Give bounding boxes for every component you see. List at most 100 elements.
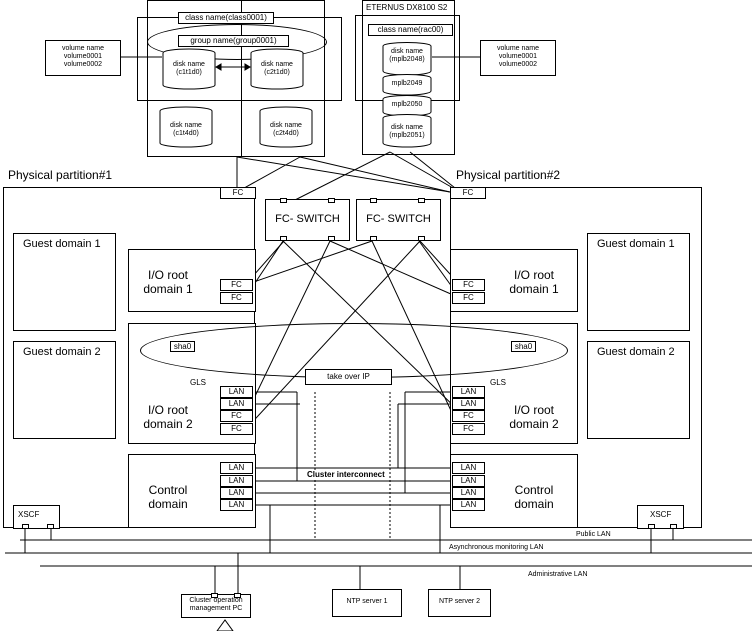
sha0-interface-p2: sha0 [511,341,536,352]
control-domain-label: Control domain [514,483,554,511]
lan-port: LAN [452,462,485,474]
group-ellipse [147,24,327,60]
fc-port: FC [452,279,485,291]
switch-port [370,198,377,203]
admin-lan-label: Administrative LAN [528,571,588,578]
io-root-label: I/O root domain 2 [509,403,559,431]
fc-port: FC [220,410,253,422]
cluster-management-pc-label: Cluster operation management PC [189,597,243,612]
switch-label: FC- SWITCH [275,213,340,225]
fc-switch-1: FC- SWITCH [265,199,350,241]
xscf-label: XSCF [18,510,40,519]
disk-label: disk name (mplb2048) [389,48,425,63]
switch-port [418,236,425,241]
disk-label: disk name (c1t4d0) [170,122,202,137]
fc-port: FC [452,410,485,422]
xscf-port [648,524,655,529]
ntp-server-label: NTP server 1 [346,598,388,605]
public-lan-label: Public LAN [576,531,611,538]
lan-port: LAN [452,386,485,398]
guest-domain-2-p2: Guest domain 2 [587,341,690,439]
fc-port: FC [220,423,253,435]
disk-cylinder-icon [382,95,432,117]
io-root-label: I/O root domain 1 [143,268,193,296]
lan-port: LAN [452,487,485,499]
switch-label: FC- SWITCH [366,213,431,225]
switch-port [418,198,425,203]
disk-mplb2049: mplb2049 [382,74,432,96]
storage-enclosure-2 [362,0,455,155]
io-root-label: I/O root domain 2 [143,403,193,431]
disk-label: disk name (c2t4d0) [270,122,302,137]
storage2-title: ETERNUS DX8100 S2 [366,3,448,12]
disk-mplb2050: mplb2050 [382,95,432,117]
fc-port-p2-top: FC [450,187,486,199]
lan-port: LAN [220,487,253,499]
fc-port: FC [452,292,485,304]
class-name-label-2: class name(rac00) [368,24,453,36]
disk-c2t4d0: disk name (c2t4d0) [259,106,313,148]
lan-port: LAN [220,475,253,487]
lan-port: LAN [220,462,253,474]
lan-port: LAN [452,475,485,487]
control-domain-label: Control domain [148,483,188,511]
cluster-management-pc: Cluster operation management PC [181,594,251,618]
guest-domain-1-p2: Guest domain 1 [587,233,690,331]
lan-port: LAN [452,499,485,511]
sha0-interface-p1: sha0 [170,341,195,352]
xscf-p2: XSCF [637,505,684,529]
io-root-label: I/O root domain 1 [509,268,559,296]
fc-port: FC [220,279,253,291]
gls-label-p2: GLS [490,378,507,387]
gls-label-p1: GLS [190,378,207,387]
xscf-port [47,524,54,529]
disk-label: mplb2049 [391,80,423,87]
partition-2-title: Physical partition#2 [456,168,561,182]
storage-inner-left [147,0,242,157]
disk-c1t4d0: disk name (c1t4d0) [159,106,213,148]
guest-domain-label: Guest domain 2 [597,346,675,358]
switch-port [328,198,335,203]
switch-port [280,236,287,241]
guest-domain-2-p1: Guest domain 2 [13,341,116,439]
xscf-p1: XSCF [13,505,60,529]
class-name-label: class name(class0001) [178,12,274,24]
disk-mplb2051: disk name (mplb2051) [382,114,432,148]
cluster-interconnect-label: Cluster interconnect [307,470,385,479]
switch-port [280,198,287,203]
lan-port: LAN [220,398,253,410]
disk-cylinder-icon [259,106,313,148]
disk-label: disk name (c1t1d0) [173,61,205,76]
xscf-port [22,524,29,529]
guest-domain-1-p1: Guest domain 1 [13,233,116,331]
disk-cylinder-icon [159,106,213,148]
fc-port-p1-top: FC [220,187,256,199]
take-over-ip-box: take over IP [305,369,392,385]
group-name-label: group name(group0001) [178,35,289,47]
fc-port: FC [452,423,485,435]
lan-port: LAN [220,499,253,511]
guest-domain-label: Guest domain 2 [23,346,101,358]
partition-1-title: Physical partition#1 [8,168,113,182]
async-lan-label: Asynchronous monitoring LAN [449,544,544,551]
xscf-label: XSCF [650,510,672,519]
fc-switch-2: FC- SWITCH [356,199,441,241]
disk-cylinder-icon [382,114,432,148]
guest-domain-label: Guest domain 1 [597,238,675,250]
disk-mplb2048: disk name (mplb2048) [382,42,432,76]
pc-port [211,593,218,598]
disk-label: disk name (mplb2051) [389,124,425,139]
lan-port: LAN [452,398,485,410]
disk-cylinder-icon [250,48,304,90]
disk-label: mplb2050 [391,101,423,108]
ntp-server-2: NTP server 2 [428,589,491,617]
guest-domain-label: Guest domain 1 [23,238,101,250]
fc-port: FC [220,292,253,304]
switch-port [370,236,377,241]
disk-c1t1d0: disk name (c1t1d0) [162,48,216,90]
xscf-port [670,524,677,529]
volume-box-right: volume name volume0001 volume0002 [480,40,556,76]
switch-port [328,236,335,241]
volume-box-left: volume name volume0001 volume0002 [45,40,121,76]
disk-label: disk name (c2t1d0) [261,61,293,76]
